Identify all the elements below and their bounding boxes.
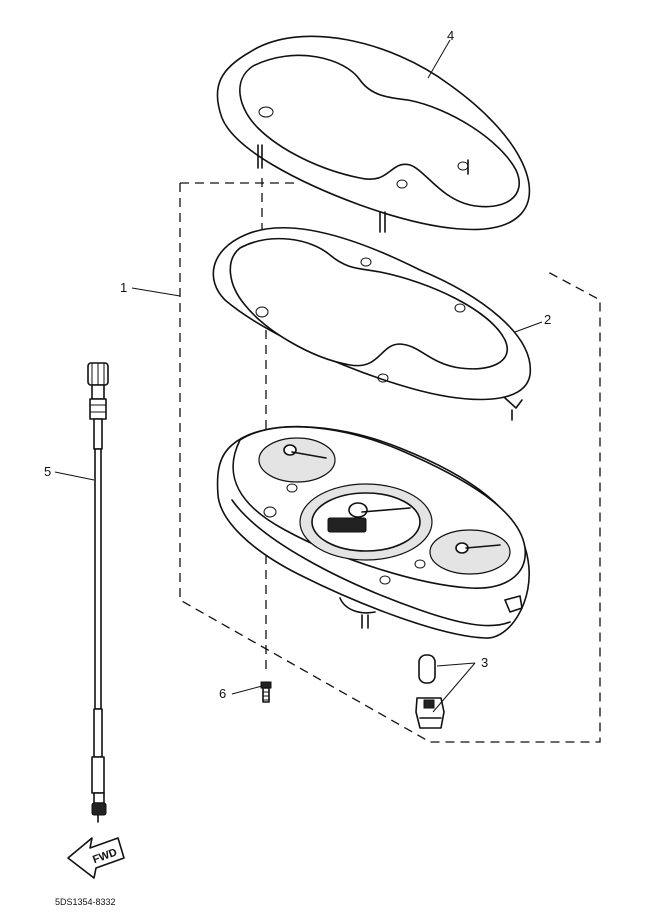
leader-lines bbox=[54, 39, 543, 713]
forward-direction-arrow: FWD bbox=[67, 837, 125, 879]
speedometer-cable bbox=[87, 362, 109, 823]
callout-2: 2 bbox=[544, 312, 551, 327]
callout-1: 1 bbox=[120, 280, 127, 295]
callout-3: 3 bbox=[481, 655, 488, 670]
callout-5: 5 bbox=[44, 464, 51, 479]
callout-6: 6 bbox=[219, 686, 226, 701]
meter-bezel bbox=[216, 35, 531, 233]
drawing-code: 5DS1354-8332 bbox=[55, 897, 116, 907]
assembly-boundary bbox=[179, 182, 601, 743]
bulb-and-socket bbox=[415, 654, 445, 729]
screw bbox=[260, 681, 272, 703]
callout-4: 4 bbox=[447, 28, 454, 43]
meter-body bbox=[216, 425, 530, 639]
meter-case-cover bbox=[212, 227, 531, 421]
